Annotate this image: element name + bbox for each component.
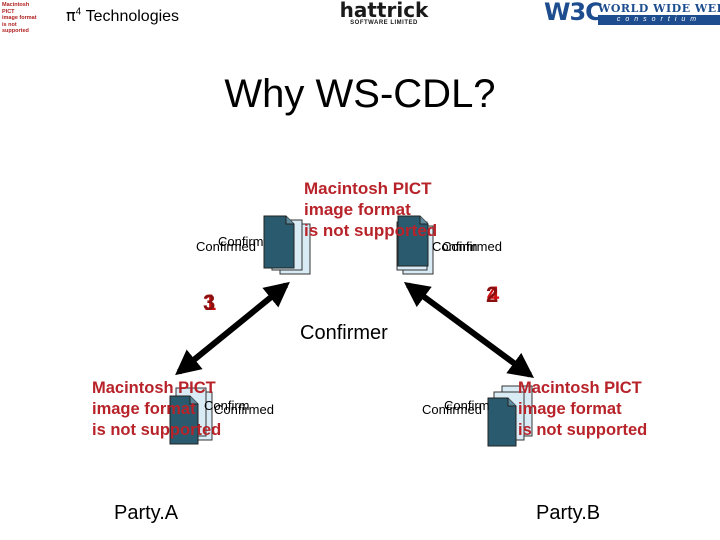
arrow-left (175, 281, 290, 376)
step-number: 2 (486, 282, 499, 307)
placeholder-text: image format (2, 15, 37, 21)
confirmer-label: Confirmer (300, 322, 388, 344)
document-icon (487, 385, 533, 447)
pi-symbol: π (66, 6, 76, 25)
party-b-label: Party.B (536, 502, 601, 524)
placeholder-text: is not supported (2, 21, 29, 35)
company-name-text: Technologies (85, 8, 180, 25)
message-label: Confirm (204, 398, 250, 413)
hattrick-logo-sub: SOFTWARE LIMITED (350, 20, 418, 26)
placeholder-text: image format (92, 400, 196, 418)
message-label: Confirmed (422, 402, 482, 417)
placeholder-text: is not supported (304, 221, 438, 240)
placeholder-image-small: Macintosh PICT image format is not suppo… (2, 2, 40, 35)
message-label: Confirmed (214, 402, 274, 417)
placeholder-text: is not supported (92, 421, 222, 439)
w3c-www: WORLD WIDE WEB (598, 2, 720, 15)
placeholder-text: Macintosh PICT (518, 379, 642, 397)
hattrick-logo-word: hattrick (339, 0, 429, 22)
message-label: Confirmed (442, 239, 502, 254)
step-number: 1 (204, 290, 217, 315)
document-icon (396, 215, 434, 275)
arrow-right (403, 282, 535, 378)
slide-title: Why WS-CDL? (224, 72, 496, 116)
message-label: Confirm (444, 398, 490, 413)
w3c-consortium: consortium (598, 15, 720, 25)
placeholder-image-right: Macintosh PICT image format is not suppo… (518, 378, 648, 441)
w3c-mark: W3C (544, 0, 603, 26)
placeholder-image-center: Macintosh PICT image format is not suppo… (304, 178, 438, 241)
party-a-label: Party.A (114, 502, 179, 524)
document-icon (169, 387, 213, 445)
message-label: Confirmed (196, 239, 256, 254)
step-number: 4 (487, 282, 500, 307)
placeholder-text: Macintosh PICT (2, 2, 30, 15)
placeholder-text: Macintosh PICT (304, 179, 432, 198)
document-icon (263, 215, 311, 275)
message-label: Confirm (432, 239, 478, 254)
placeholder-text: image format (518, 400, 622, 418)
step-number: 3 (203, 290, 216, 315)
pi-exponent: 4 (75, 6, 82, 18)
placeholder-text: is not supported (518, 421, 648, 439)
hattrick-logo: hattrick SOFTWARE LIMITED (338, 0, 430, 28)
company-name: π4 Technologies (66, 6, 179, 26)
placeholder-text: image format (304, 200, 411, 219)
placeholder-text: Macintosh PICT (92, 379, 216, 397)
w3c-logo: W3C WORLD WIDE WEB consortium (544, 0, 720, 26)
message-label: Confirm (218, 234, 264, 249)
placeholder-image-left: Macintosh PICT image format is not suppo… (92, 378, 222, 441)
